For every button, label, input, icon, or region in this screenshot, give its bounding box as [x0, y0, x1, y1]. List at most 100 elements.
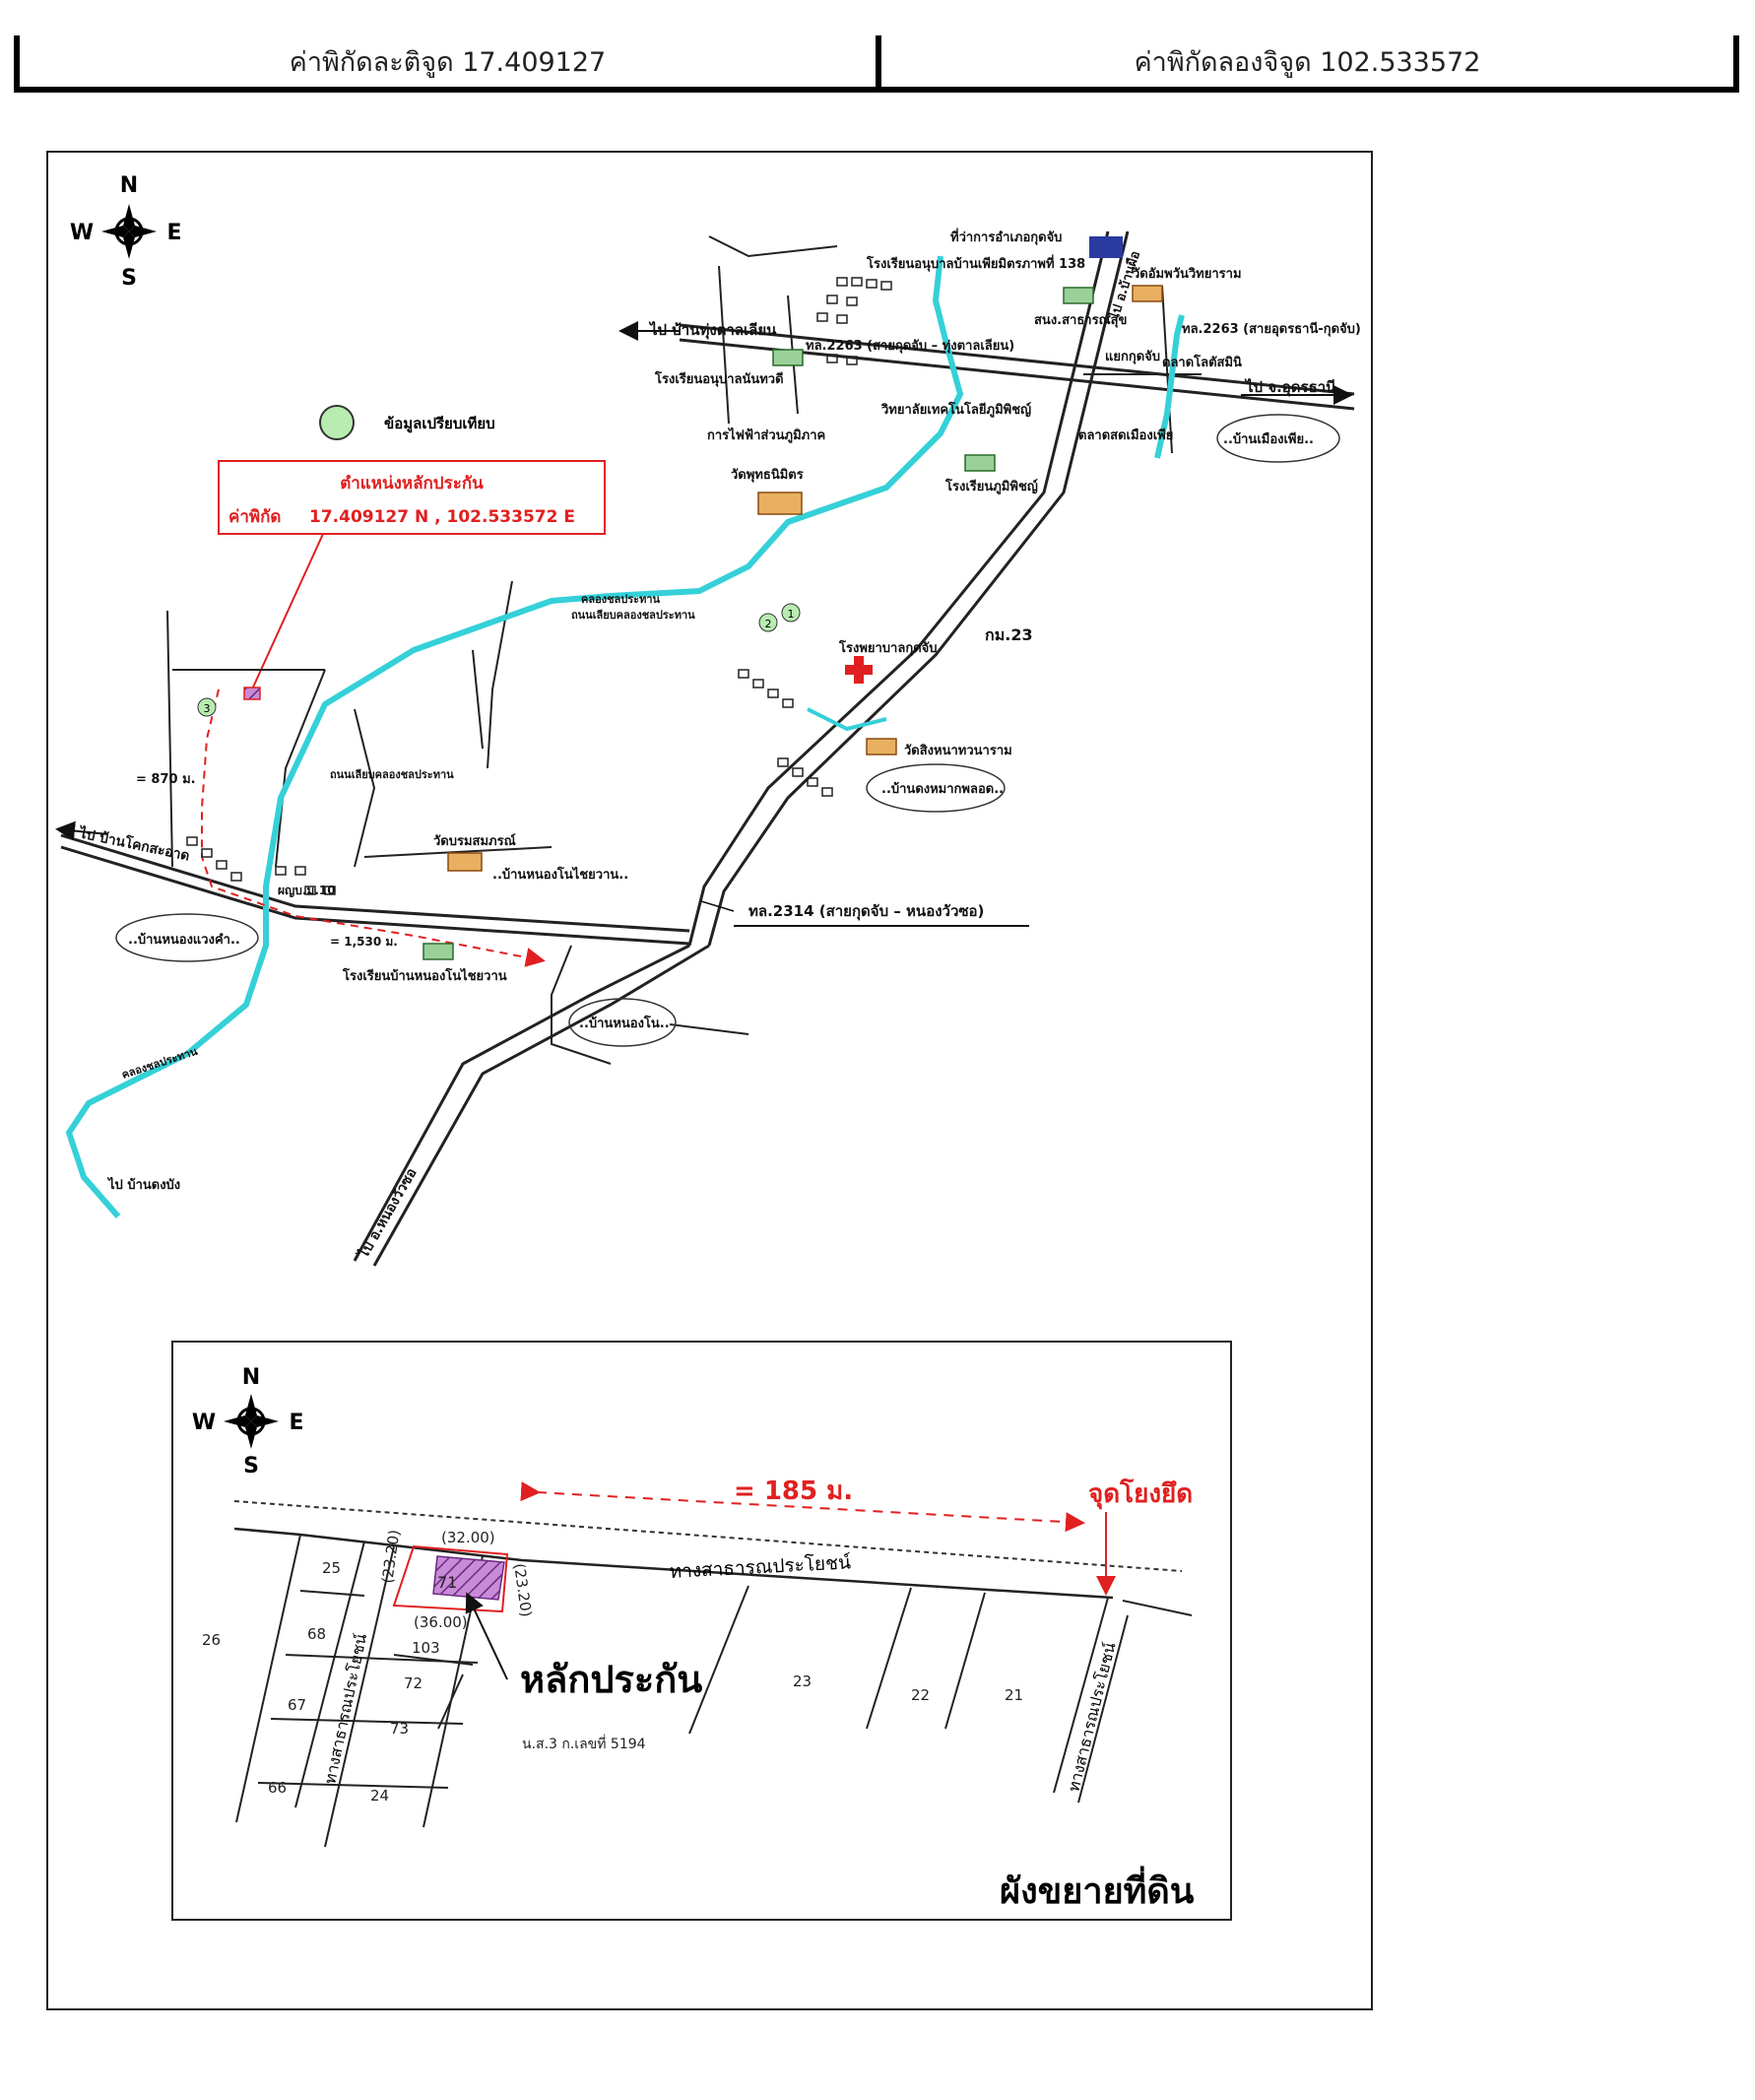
- svg-text:66: 66: [268, 1779, 287, 1797]
- label-ban-nong-no: ..บ้านหนองโน..: [579, 1015, 670, 1031]
- label-to-udon: ไป จ.อุดรธานี: [1244, 377, 1336, 397]
- road-network: [60, 230, 1355, 1267]
- collateral-plot-outline: [392, 1544, 509, 1613]
- collateral-map-marker: [243, 687, 261, 700]
- label-dist-870: = 870 ม.: [136, 772, 196, 787]
- plot-main: 71: [437, 1573, 457, 1592]
- inset-compass-icon: N S E W: [192, 1365, 304, 1478]
- label-to-ban-dong-bang: ไป บ้านดงบัง: [106, 1176, 180, 1193]
- svg-text:E: E: [289, 1411, 303, 1435]
- label-ban-mueang-phia: ..บ้านเมืองเพีย..: [1223, 431, 1314, 447]
- label-temple-2: วัดพุทธนิมิตร: [731, 468, 804, 483]
- collateral-coord-value: 17.409127 N , 102.533572 E: [309, 507, 575, 527]
- compare-legend-label: ข้อมูลเปรียบเทียบ: [384, 415, 495, 433]
- compare-legend-icon: [319, 405, 355, 440]
- building-blocks: [186, 277, 892, 895]
- compass-s: S: [121, 266, 137, 291]
- svg-text:1: 1: [788, 608, 795, 621]
- distance-arrow: [520, 1481, 1085, 1533]
- longitude-label: ค่าพิกัดลองจิจูด 102.533572: [1134, 46, 1481, 78]
- inset-frame: [171, 1341, 1232, 1921]
- label-temple-1: วัดอัมพวันวิทยาราม: [1133, 267, 1242, 282]
- inset-deed: น.ส.3 ก.เลขที่ 5194: [522, 1735, 646, 1752]
- label-temple-4: วัดบรมสมภรณ์: [433, 833, 516, 849]
- label-ban-nong-no-chai: ..บ้านหนองโนไชยวาน..: [492, 866, 628, 883]
- inset-collateral-label: หลักประกัน: [520, 1658, 702, 1701]
- compass-rose-icon: N S E W: [70, 173, 182, 291]
- label-kindergarten-2: โรงเรียนอนุบาลนันทวดี: [654, 370, 784, 387]
- collateral-pointer: [250, 533, 324, 692]
- map-frame: [46, 151, 1373, 2010]
- svg-text:N: N: [242, 1365, 260, 1390]
- temple-3-icon: [866, 738, 897, 755]
- school-3-icon: [964, 454, 996, 472]
- svg-text:3: 3: [204, 702, 211, 715]
- svg-text:S: S: [243, 1454, 259, 1478]
- label-hospital: โรงพยาบาลกุดจับ: [838, 639, 938, 656]
- label-kindergarten-1: โรงเรียนอนุบาลบ้านเพียมิตรภาพที่ 138: [866, 254, 1085, 272]
- label-route-2314: ทล.2314 (สายกุดจับ – หนองวัวซอ): [748, 902, 984, 921]
- svg-text:23: 23: [793, 1673, 812, 1690]
- label-pump-station: ผญบ.ม.10: [278, 884, 336, 897]
- label-canal-2: คลองชลประทาน: [120, 1045, 200, 1082]
- label-market-2: ตลาดสดเมืองเพีย: [1078, 427, 1173, 443]
- inset-plot-lines: [235, 1534, 1129, 1848]
- inset-distance: = 185 ม.: [734, 1477, 853, 1506]
- svg-text:73: 73: [390, 1720, 409, 1738]
- svg-text:W: W: [192, 1411, 216, 1435]
- compass-e: E: [166, 221, 181, 245]
- label-ban-dong-mak: ..บ้านดงหมากพลอด..: [881, 781, 1004, 797]
- canal: [65, 255, 964, 1218]
- school-4-icon: [422, 943, 454, 960]
- inset-title: ผังขยายที่ดิน: [1000, 1866, 1195, 1912]
- village-nong-waeng: [115, 913, 259, 962]
- compass-n: N: [120, 173, 138, 198]
- svg-text:67: 67: [288, 1696, 306, 1714]
- svg-text:2: 2: [765, 618, 772, 630]
- label-km-23: กม.23: [985, 625, 1033, 644]
- collateral-box-title: ตำแหน่งหลักประกัน: [340, 474, 484, 493]
- village-dong-mak: [866, 763, 1006, 813]
- route-to-collateral: [201, 689, 546, 967]
- collateral-plot: [432, 1555, 505, 1601]
- label-route-2263-b: ทล.2263 (สายอุดรธานี-กุดจับ): [1182, 321, 1361, 337]
- label-canal-road-2: ถนนเลียบคลองชลประทาน: [330, 768, 454, 781]
- label-dist-1530: = 1,530 ม.: [330, 935, 398, 949]
- hospital-icon: [845, 656, 873, 684]
- village-nong-no: [568, 998, 677, 1047]
- svg-text:22: 22: [911, 1686, 930, 1704]
- school-2-icon: [772, 349, 804, 366]
- marker-2: 2: [758, 613, 778, 632]
- label-district-office: ที่ว่าการอำเภอกุดจับ: [950, 228, 1062, 245]
- label-health-office: สนง.สาธารณสุข: [1034, 313, 1127, 328]
- coordinate-header: ค่าพิกัดละติจูด 17.409127 ค่าพิกัดลองจิจ…: [14, 35, 1739, 93]
- marker-1: 1: [781, 603, 801, 623]
- svg-text:72: 72: [404, 1674, 422, 1692]
- label-school-nong-no: โรงเรียนบ้านหนองโนไชยวาน: [342, 967, 507, 984]
- canal-branch: [807, 707, 887, 732]
- label-college: วิทยาลัยเทคโนโลยีภูมิพิชญ์: [880, 401, 1031, 418]
- dim-top: (32.00): [441, 1529, 495, 1546]
- latitude-label: ค่าพิกัดละติจูด 17.409127: [20, 35, 881, 87]
- svg-text:68: 68: [307, 1625, 326, 1643]
- district-office-icon: [1089, 236, 1123, 258]
- collateral-coord-label: ค่าพิกัด: [228, 507, 281, 527]
- label-canal-1: คลองชลประทาน: [581, 593, 661, 606]
- label-temple-3: วัดสิงหนาทวนาราม: [904, 744, 1012, 758]
- inset-plot-numbers: 25 26 68 103 72 67 73 66 24 23 22 21: [202, 1559, 1023, 1805]
- label-junction: แยกกุดจับ: [1105, 350, 1160, 364]
- label-route-2263-a: ทล.2263 (สายกุดจับ – ทุ่งตาลเลียน): [806, 338, 1014, 354]
- temple-2-icon: [757, 492, 803, 515]
- svg-text:24: 24: [370, 1787, 389, 1805]
- label-ban-nong-waeng: ..บ้านหนองแวงคำ..: [128, 932, 240, 948]
- svg-text:103: 103: [412, 1639, 440, 1657]
- label-canal-road-1: ถนนเลียบคลองชลประทาน: [571, 609, 695, 622]
- canal-east: [1154, 314, 1185, 459]
- temple-4-icon: [447, 852, 483, 872]
- inset-anchor-point: จุดโยงยึด: [1088, 1477, 1193, 1510]
- dim-bottom: (36.00): [414, 1613, 468, 1631]
- label-market-1: ตลาดโลตัสมินิ: [1162, 354, 1242, 370]
- school-1-icon: [1063, 287, 1094, 304]
- temple-1-icon: [1132, 285, 1163, 302]
